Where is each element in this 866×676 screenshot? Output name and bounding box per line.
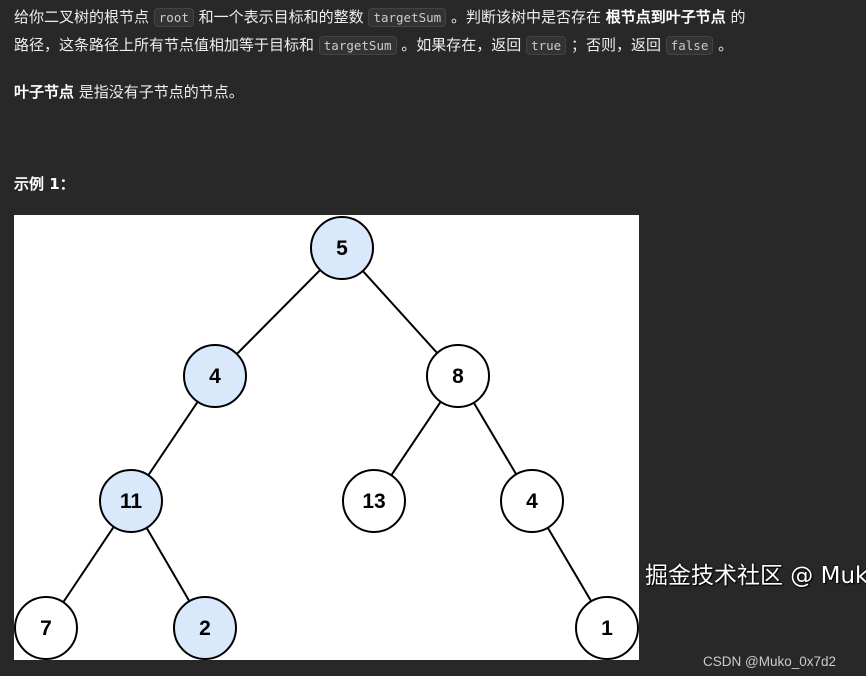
text: 。判断该树中是否存在 [446,8,606,26]
text: 和一个表示目标和的整数 [193,8,369,26]
code-targetsum: targetSum [368,8,447,27]
example-title: 示例 1： [14,170,864,198]
code-targetsum: targetSum [318,36,397,55]
node-circle [426,344,490,408]
node-circle [575,596,639,660]
node-value: 1 [601,617,613,640]
tree-node: 8 [426,344,490,408]
node-value: 11 [120,490,143,513]
bold-text: 叶子节点 [14,83,75,101]
tree-node: 7 [14,596,78,660]
tree-node: 2 [173,596,237,660]
node-circle [173,596,237,660]
node-circle [183,344,247,408]
text: 。如果存在，返回 [396,36,527,54]
tree-node: 4 [183,344,247,408]
node-circle [310,216,374,280]
node-value: 4 [526,490,538,513]
node-circle [99,469,163,533]
csdn-watermark: CSDN @Muko_0x7d2 [703,654,837,669]
text: 路径，这条路径上所有节点值相加等于目标和 [14,36,319,54]
binary-tree-diagram: 5 4 8 11 13 4 7 2 1 [14,215,639,660]
leaf-definition: 叶子节点 是指没有子节点的节点。 [14,78,864,106]
node-circle [500,469,564,533]
node-value: 2 [199,617,211,640]
node-value: 7 [40,617,52,640]
text: 是指没有子节点的节点。 [74,83,244,101]
node-value: 8 [452,365,464,388]
text: 给你二叉树的根节点 [14,8,154,26]
example-label: 示例 1： [14,175,75,193]
juejin-watermark: 掘金技术社区 @ Muko [645,563,866,589]
problem-statement-line-1: 给你二叉树的根节点 root 和一个表示目标和的整数 targetSum 。判断… [14,3,864,31]
text: 的 [725,8,746,26]
code-true: true [526,36,567,55]
tree-node: 11 [99,469,163,533]
tree-node: 5 [310,216,374,280]
tree-node: 4 [500,469,564,533]
bold-text: 根节点到叶子节点 [605,8,726,26]
node-circle [14,596,78,660]
text: 。 [713,36,734,54]
code-false: false [665,36,714,55]
text: ；否则，返回 [566,36,666,54]
node-value: 5 [336,237,348,260]
node-value: 13 [362,490,385,513]
tree-node: 13 [342,469,406,533]
node-value: 4 [209,365,221,388]
tree-node: 1 [575,596,639,660]
code-root: root [153,8,194,27]
problem-statement-line-2: 路径，这条路径上所有节点值相加等于目标和 targetSum 。如果存在，返回 … [14,31,864,59]
node-circle [342,469,406,533]
